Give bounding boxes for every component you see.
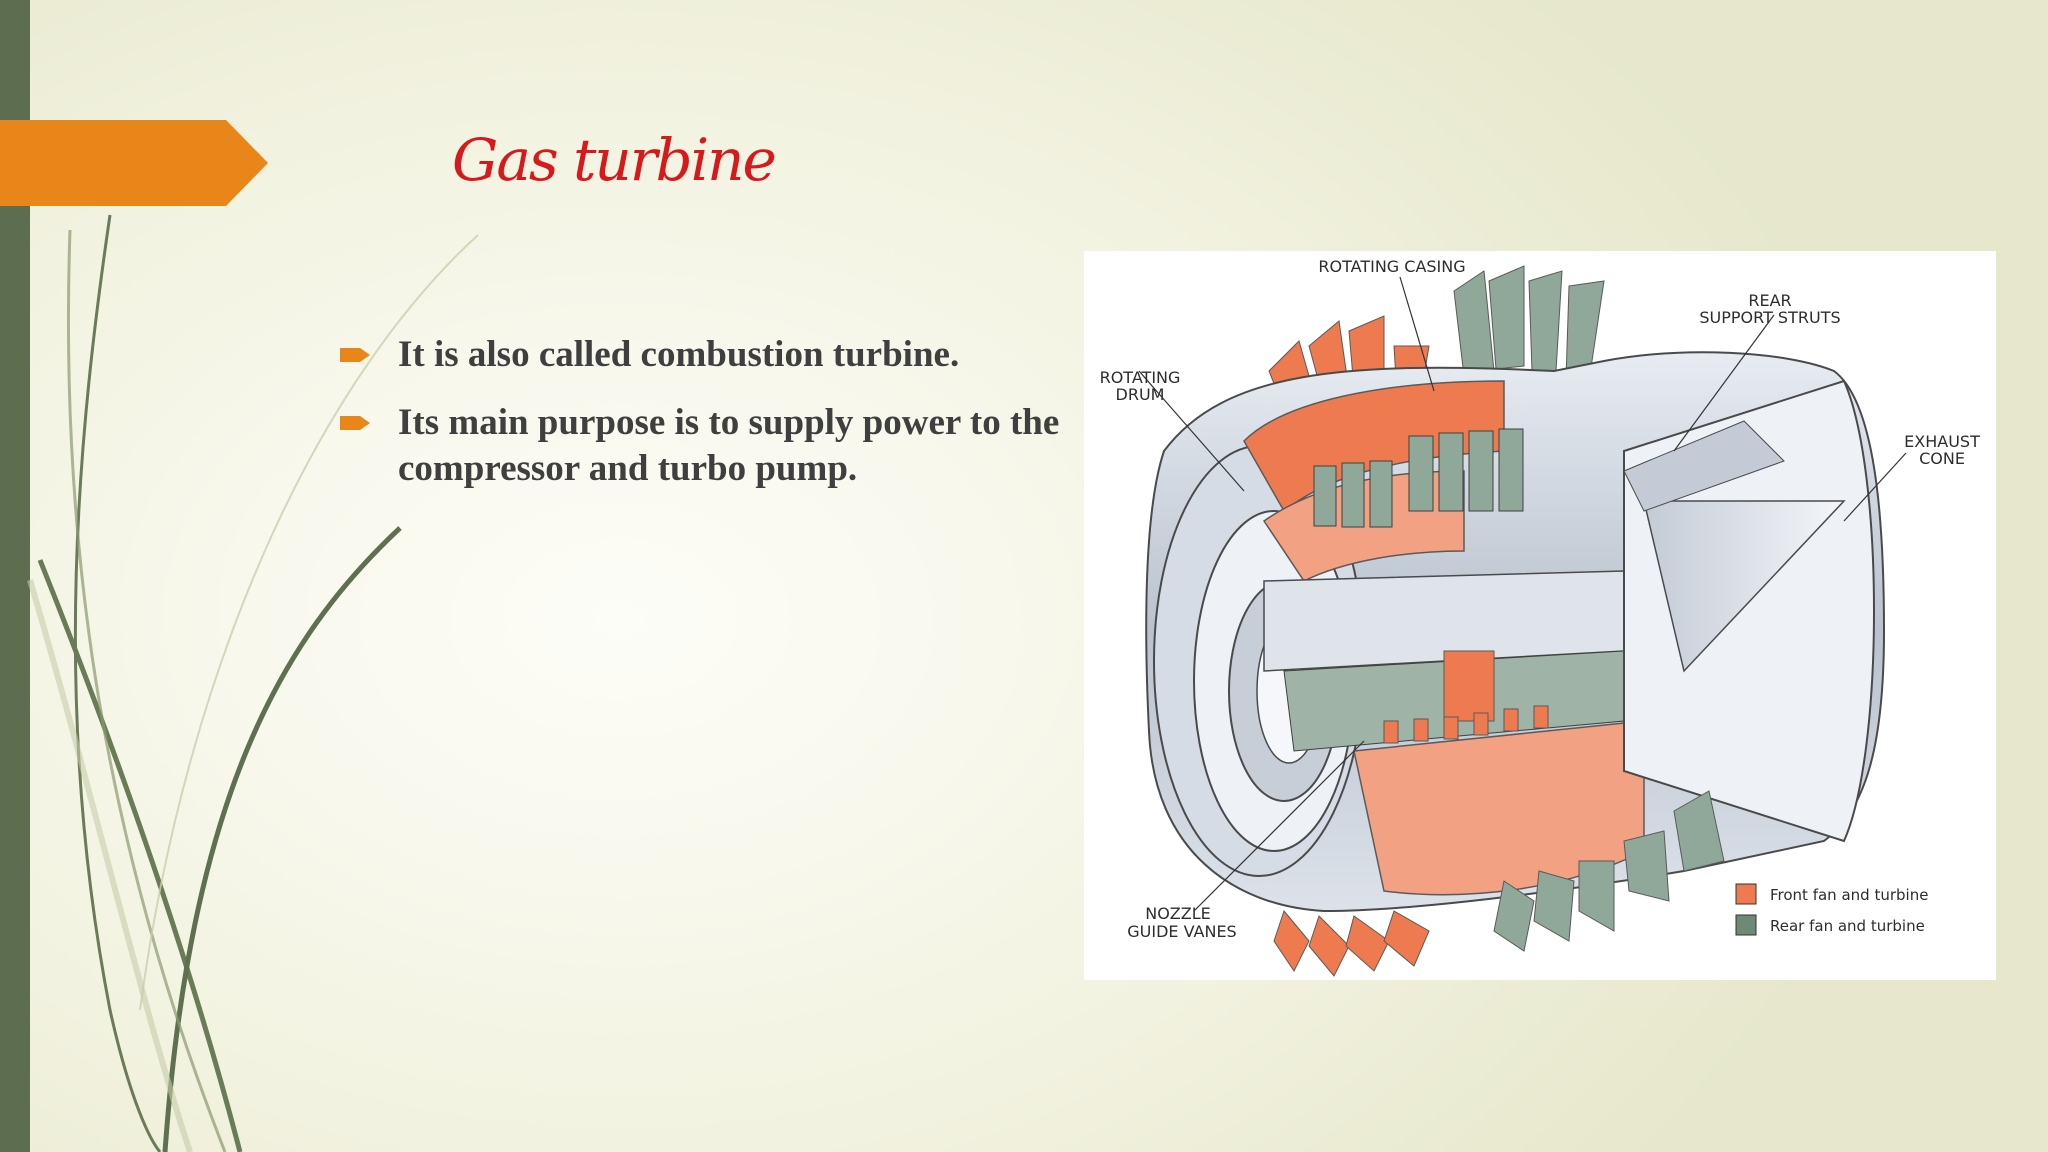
label-rotating-drum: ROTATING (1100, 368, 1181, 387)
bullet-list: It is also called combustion turbine. It… (340, 332, 1060, 514)
legend-label-rear: Rear fan and turbine (1770, 917, 1925, 935)
compressor-stages (1313, 428, 1524, 528)
bullet-item: Its main purpose is to supply power to t… (340, 400, 1060, 492)
legend-swatch-front (1735, 883, 1757, 905)
bullet-text: Its main purpose is to supply power to t… (398, 402, 1060, 489)
label-nozzle-guide-vanes: GUIDE VANES (1127, 922, 1236, 941)
label-exhaust-cone: EXHAUST (1904, 432, 1980, 451)
label-rear-support-struts: SUPPORT STRUTS (1699, 308, 1840, 327)
label-exhaust-cone: CONE (1919, 449, 1965, 468)
label-rotating-drum: DRUM (1116, 385, 1165, 404)
legend-label-front: Front fan and turbine (1770, 886, 1928, 904)
arrow-bullet-icon (340, 348, 370, 362)
figure-legend: Front fan and turbine Rear fan and turbi… (1735, 883, 1928, 936)
title-arrow-shape (0, 120, 268, 206)
legend-swatch-rear (1735, 914, 1757, 936)
label-nozzle-guide-vanes: NOZZLE (1145, 904, 1211, 923)
exhaust-cone-shape (1643, 500, 1846, 673)
slide-title: Gas turbine (452, 126, 777, 194)
label-rear-support-struts: REAR (1748, 291, 1791, 310)
label-rotating-casing: ROTATING CASING (1318, 257, 1465, 276)
bullet-item: It is also called combustion turbine. (340, 332, 1060, 378)
gas-turbine-cutaway-diagram: ROTATING CASING REAR SUPPORT STRUTS ROTA… (1084, 251, 1996, 980)
bullet-text: It is also called combustion turbine. (398, 334, 960, 375)
arrow-bullet-icon (340, 416, 370, 430)
